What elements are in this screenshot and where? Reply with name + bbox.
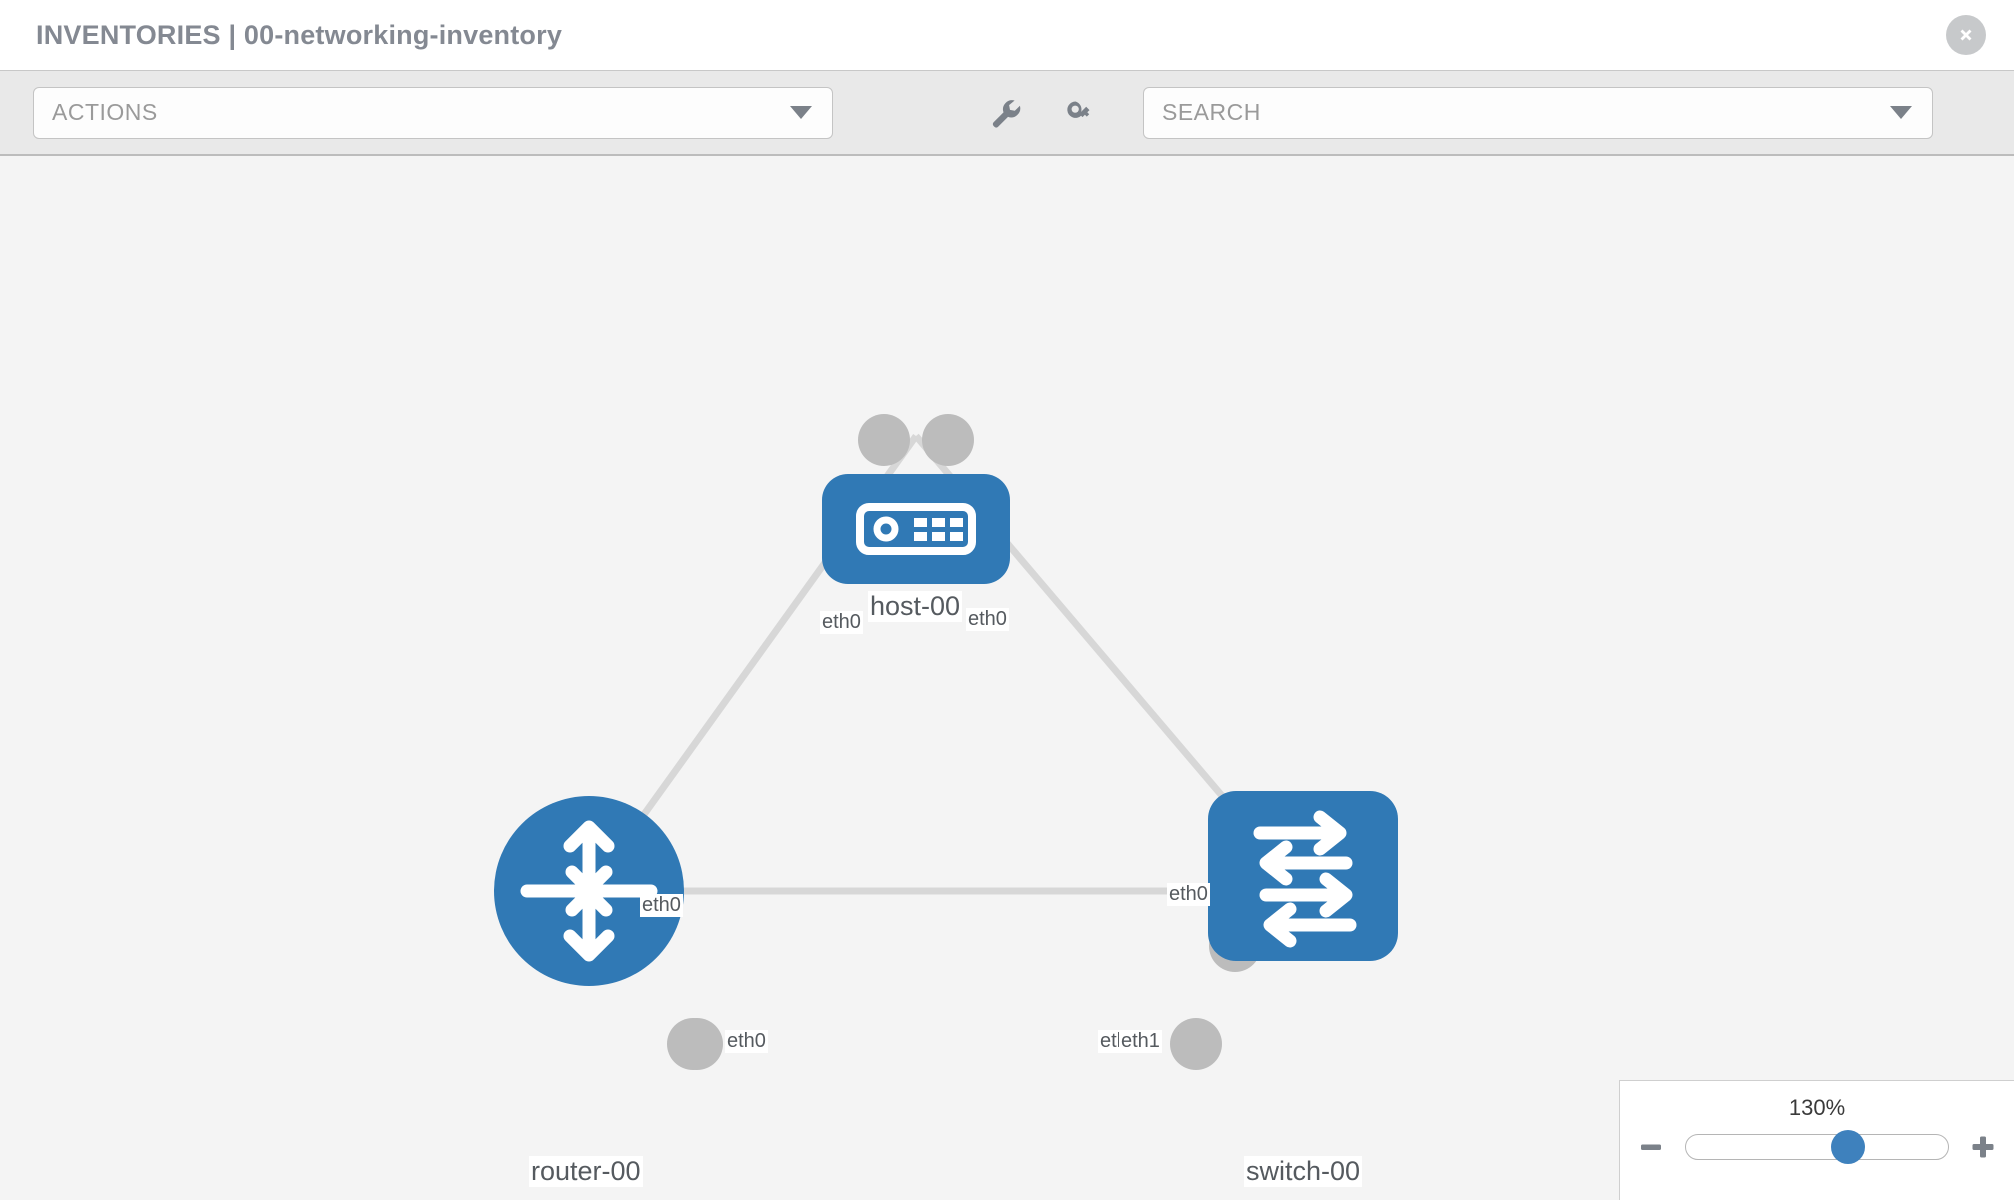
server-icon: [856, 503, 976, 555]
endpoint-switch-eth1-left[interactable]: [1170, 1018, 1222, 1070]
iface-label-router-eth0-up: eth0: [640, 894, 683, 917]
node-label-switch-00: switch-00: [1244, 1156, 1363, 1188]
endpoint-router-eth0-right[interactable]: [671, 1018, 723, 1070]
topology-canvas[interactable]: eth0 host-00 eth0 eth0 eth0 eth0 eth0 et…: [0, 156, 2014, 1200]
node-host-00[interactable]: [822, 474, 1010, 584]
iface-label-host-eth0-right: eth0: [966, 608, 1009, 631]
node-label-host-00: host-00: [868, 591, 963, 623]
plus-icon: [1972, 1136, 1994, 1158]
page-title: INVENTORIES | 00-networking-inventory: [36, 19, 563, 50]
zoom-slider[interactable]: [1685, 1130, 1949, 1164]
search-placeholder: SEARCH: [1162, 99, 1261, 125]
actions-dropdown-label: ACTIONS: [52, 99, 158, 125]
minus-icon: [1641, 1144, 1661, 1150]
endpoint-host-eth0-left[interactable]: [858, 414, 910, 466]
zoom-level-value: 130%: [1788, 1095, 1846, 1120]
iface-label-switch-eth0-up: eth0: [1167, 883, 1210, 906]
zoom-control-panel: 130%: [1619, 1080, 2014, 1200]
wrench-icon[interactable]: [983, 91, 1027, 135]
toolbar: ACTIONS SEARCH: [0, 70, 2014, 156]
iface-label-router-eth0-right: eth0: [725, 1030, 768, 1053]
node-switch-00[interactable]: [1208, 791, 1398, 961]
zoom-in-button[interactable]: [1967, 1131, 1999, 1163]
actions-dropdown[interactable]: ACTIONS: [33, 86, 833, 139]
zoom-out-button[interactable]: [1635, 1131, 1667, 1163]
zoom-slider-handle[interactable]: [1831, 1130, 1866, 1164]
zoom-control-row: [1620, 1130, 2014, 1164]
router-arrows-icon: [520, 820, 658, 962]
chevron-down-icon[interactable]: [1890, 106, 1912, 119]
key-icon[interactable]: [1057, 91, 1101, 135]
node-label-router-00: router-00: [529, 1156, 643, 1188]
topology-graph: [494, 414, 1398, 1070]
toolbar-icon-group: [983, 91, 1101, 135]
iface-label-switch-eth1-front: eth1: [1119, 1030, 1162, 1053]
chevron-down-icon: [790, 106, 812, 119]
node-host-00-shape[interactable]: [822, 474, 1010, 584]
switch-arrows-icon: [1253, 810, 1357, 948]
close-icon[interactable]: [1946, 15, 1986, 55]
search-input[interactable]: SEARCH: [1143, 86, 1933, 139]
node-router-00[interactable]: [494, 796, 684, 986]
page-header: INVENTORIES | 00-networking-inventory: [0, 0, 2014, 70]
iface-label-host-eth0-left: eth0: [820, 611, 863, 634]
endpoint-host-eth0-right[interactable]: [922, 414, 974, 466]
node-switch-00-shape[interactable]: [1208, 791, 1398, 961]
